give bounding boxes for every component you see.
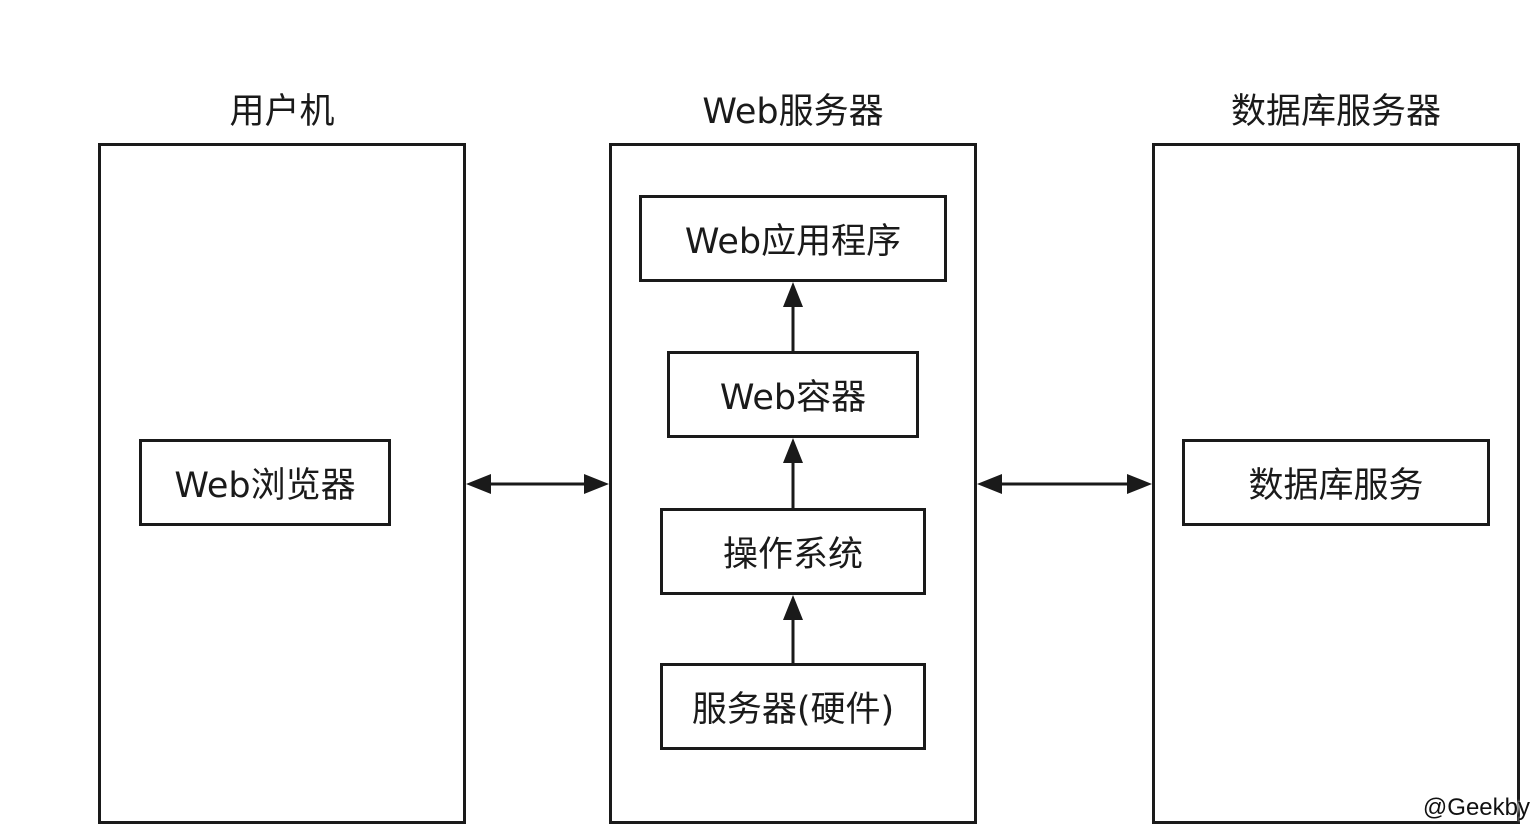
db-server-title: 数据库服务器	[1230, 92, 1441, 132]
edge-user-machine-web-server	[466, 474, 609, 494]
edge-web-server-db-server	[977, 474, 1152, 494]
watermark: @Geekby	[1422, 794, 1530, 821]
web-container-node: Web容器	[667, 351, 919, 438]
os-node: 操作系统	[660, 508, 926, 595]
db-service-node: 数据库服务	[1182, 439, 1490, 526]
hardware-node: 服务器(硬件)	[660, 663, 926, 750]
user-machine-title: 用户机	[229, 92, 335, 132]
web-server-title: Web服务器	[702, 92, 884, 132]
web-browser-node: Web浏览器	[139, 439, 391, 526]
web-app-node: Web应用程序	[639, 195, 947, 282]
